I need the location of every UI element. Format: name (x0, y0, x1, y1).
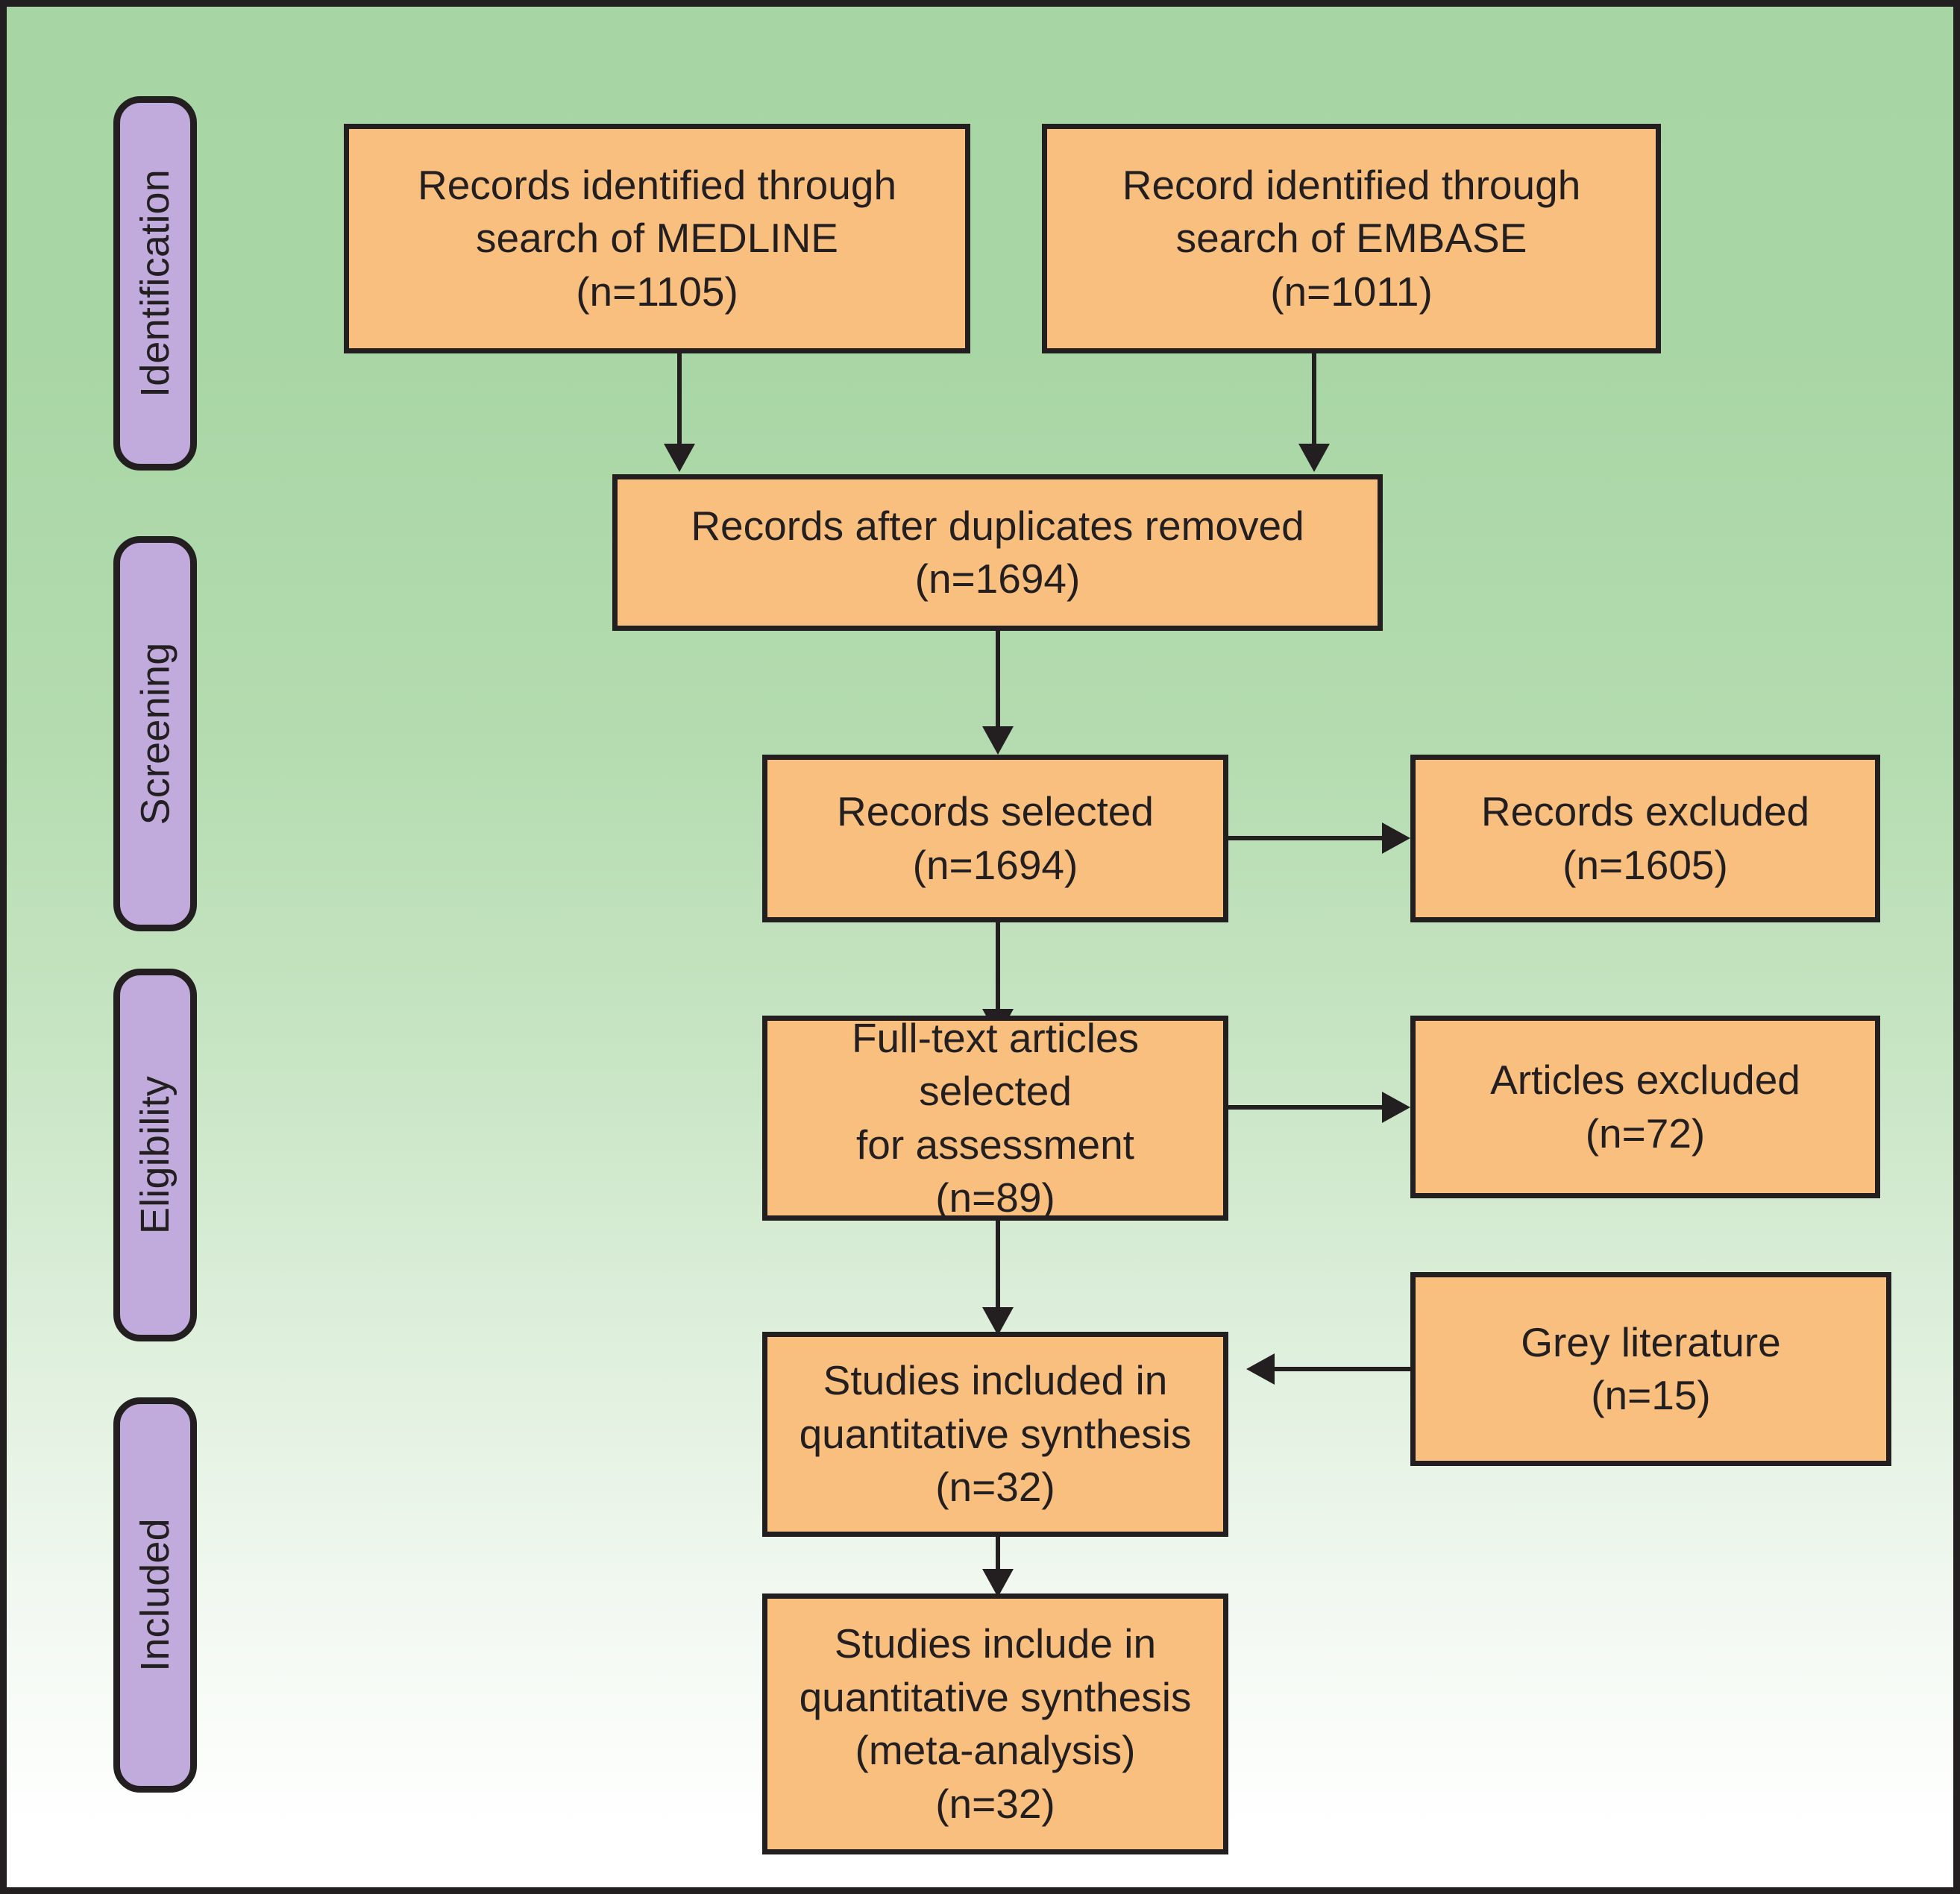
connector-embase-to-duplicates (1312, 353, 1316, 447)
box-fulltext-selected: Full-text articles selected for assessme… (762, 1015, 1228, 1221)
arrowhead-grey-to-studies-included (1246, 1353, 1275, 1385)
arrowhead-selected-to-excluded (1382, 822, 1410, 854)
box-grey-literature-text: Grey literature (n=15) (1521, 1318, 1781, 1419)
stage-tab-identification: Identification (113, 96, 197, 471)
stage-tab-eligibility: Eligibility (113, 969, 197, 1341)
connector-fulltext-to-articles-excluded (1228, 1105, 1386, 1110)
stage-label-identification: Identification (133, 169, 178, 397)
arrowhead-medline-to-duplicates (664, 444, 695, 472)
box-studies-included: Studies included in quantitative synthes… (762, 1332, 1228, 1537)
box-articles-excluded-text: Articles excluded (n=72) (1490, 1057, 1800, 1157)
stage-tab-included: Included (113, 1397, 197, 1793)
stage-label-screening: Screening (133, 642, 178, 825)
stage-tab-screening: Screening (113, 536, 197, 931)
box-grey-literature: Grey literature (n=15) (1410, 1272, 1891, 1466)
box-meta-analysis: Studies include in quantitative synthesi… (762, 1593, 1228, 1854)
stage-label-eligibility: Eligibility (133, 1075, 178, 1235)
box-embase-records: Record identified through search of EMBA… (1042, 124, 1661, 353)
arrowhead-fulltext-to-articles-excluded (1382, 1092, 1410, 1123)
arrowhead-duplicates-to-selected (982, 726, 1014, 755)
connector-medline-to-duplicates (677, 353, 682, 447)
box-medline-records-text: Records identified through search of MED… (417, 161, 897, 315)
box-articles-excluded: Articles excluded (n=72) (1410, 1016, 1880, 1198)
stage-label-included: Included (133, 1518, 178, 1672)
box-records-excluded: Records excluded (n=1605) (1410, 755, 1880, 922)
arrowhead-embase-to-duplicates (1298, 444, 1330, 472)
connector-duplicates-to-selected (996, 631, 1000, 729)
arrowhead-fulltext-to-studies-included (982, 1307, 1014, 1335)
box-medline-records: Records identified through search of MED… (344, 124, 970, 353)
arrowhead-studies-to-meta-analysis (982, 1569, 1014, 1597)
box-fulltext-selected-text: Full-text articles selected for assessme… (851, 1014, 1140, 1221)
box-duplicates-removed: Records after duplicates removed (n=1694… (612, 474, 1383, 631)
box-embase-records-text: Record identified through search of EMBA… (1122, 161, 1581, 315)
connector-fulltext-to-studies-included (996, 1221, 1000, 1310)
connector-studies-to-meta-analysis (996, 1537, 1000, 1573)
connector-selected-to-excluded (1228, 836, 1386, 840)
connector-grey-to-studies-included (1275, 1367, 1413, 1371)
box-duplicates-removed-text: Records after duplicates removed (n=1694… (691, 502, 1304, 603)
box-records-selected-text: Records selected (n=1694) (837, 788, 1154, 888)
box-studies-included-text: Studies included in quantitative synthes… (799, 1357, 1192, 1511)
connector-selected-to-fulltext (996, 922, 1000, 1012)
box-meta-analysis-text: Studies include in quantitative synthesi… (799, 1620, 1192, 1827)
box-records-excluded-text: Records excluded (n=1605) (1480, 788, 1810, 888)
box-records-selected: Records selected (n=1694) (762, 755, 1228, 922)
